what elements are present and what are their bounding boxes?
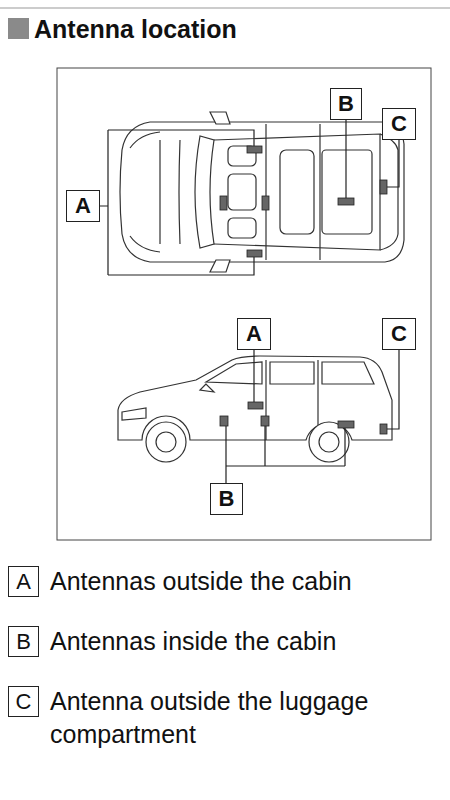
callout-letter: B: [16, 631, 31, 653]
key-box: A: [8, 566, 39, 597]
callout-box: B: [330, 88, 362, 120]
figure-frame: [57, 68, 431, 540]
header-bullet: [8, 18, 29, 39]
callout-letter: C: [16, 691, 32, 713]
callout-box: A: [66, 190, 100, 222]
key-description: Antennas outside the cabin: [50, 565, 442, 598]
callout-letter: B: [338, 93, 354, 115]
callout-box: C: [382, 318, 416, 350]
callout-letter: A: [75, 195, 91, 217]
key-description: Antenna outside the luggage compartment: [50, 685, 430, 750]
callout-box: A: [237, 318, 271, 350]
callout-box: B: [210, 483, 243, 515]
leader-lines: [100, 120, 399, 483]
key-description: Antennas inside the cabin: [50, 625, 442, 658]
callout-letter: C: [391, 113, 407, 135]
key-box: B: [8, 626, 39, 657]
car-side-view: [118, 356, 392, 462]
callout-letter: B: [219, 488, 235, 510]
callout-letter: C: [391, 323, 407, 345]
car-top-view: [120, 112, 404, 272]
header-rule: [0, 8, 450, 9]
callout-letter: A: [246, 323, 262, 345]
callout-letter: A: [16, 571, 31, 593]
antenna-marks: [220, 146, 387, 434]
section-title: Antenna location: [34, 15, 237, 44]
key-box: C: [8, 686, 39, 717]
callout-box: C: [382, 108, 416, 140]
